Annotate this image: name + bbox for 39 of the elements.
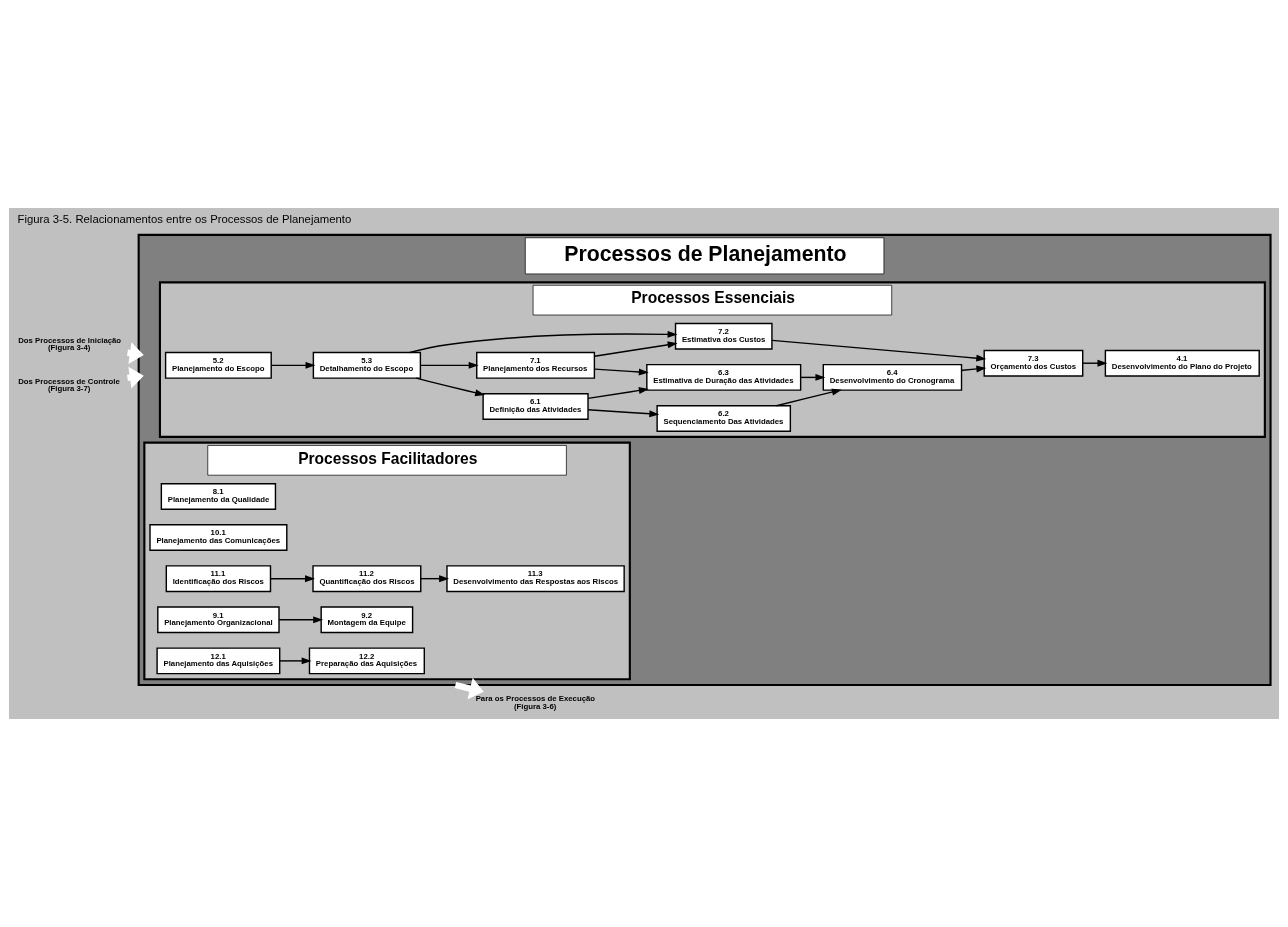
node-box: 9.2 Montagem da Equipe xyxy=(320,606,414,634)
node-box: 9.1 Planejamento Organizacional xyxy=(157,606,280,634)
arrow xyxy=(454,677,484,700)
node-box: 11.1 Identificação dos Riscos xyxy=(165,565,272,593)
node-box: 12.1 Planejamento das Aquisições xyxy=(156,647,281,675)
node-box: 5.2 Planejamento do Escopo xyxy=(164,351,272,379)
node-box: 7.2 Estimativa dos Custos xyxy=(674,322,773,350)
arrow xyxy=(420,575,450,583)
arrow xyxy=(961,365,987,373)
arrow xyxy=(587,387,649,400)
node-box: 5.3 Detalhamento do Escopo xyxy=(312,351,422,379)
node-box: 10.1 Planejamento das Comunicações xyxy=(149,524,288,552)
arrow xyxy=(278,616,324,624)
node-text: Dos Processos de Iniciação (Figura 3-4) xyxy=(18,335,122,353)
node-box: 8.1 Planejamento da Qualidade xyxy=(160,483,277,510)
arrow xyxy=(593,341,678,357)
node-box: 11.2 Quantificação dos Riscos xyxy=(312,565,422,593)
node-box: 6.1 Definição das Atividades xyxy=(482,393,589,420)
arrow xyxy=(270,361,316,369)
node-box: 12.2 Preparação das Aquisições xyxy=(308,647,425,675)
node-box: 7.1 Planejamento dos Recursos xyxy=(476,351,596,379)
arrow xyxy=(593,368,649,376)
node-box: 11.3 Desenvolvimento das Respostas aos Riscos xyxy=(446,565,625,593)
arrow xyxy=(409,330,678,354)
arrow xyxy=(269,575,315,583)
node-text: Dos Processos de Controle (Figura 3-7) xyxy=(18,376,120,394)
arrow xyxy=(587,409,660,418)
diagram-title: Figura 3-5. Relacionamentos entre os Processos de Planejamento xyxy=(17,212,352,225)
node-box: 4.1 Desenvolvimento do Plano do Projeto xyxy=(1104,349,1260,377)
node-box: 7.3 Orçamento dos Custos xyxy=(983,349,1084,377)
node-box: 6.3 Estimativa de Duração das Atividades xyxy=(646,363,802,391)
arrow xyxy=(279,657,312,665)
node-box: 6.4 Desenvolvimento do Cronograma xyxy=(822,363,963,391)
node-text: Para os Processos de Execução (Figura 3-6) xyxy=(475,694,596,711)
node-box: 6.2 Sequenciamento Das Atividades xyxy=(656,405,792,432)
arrow xyxy=(771,339,987,362)
arrow xyxy=(419,361,479,369)
arrow xyxy=(415,377,486,397)
arrow xyxy=(775,388,842,407)
